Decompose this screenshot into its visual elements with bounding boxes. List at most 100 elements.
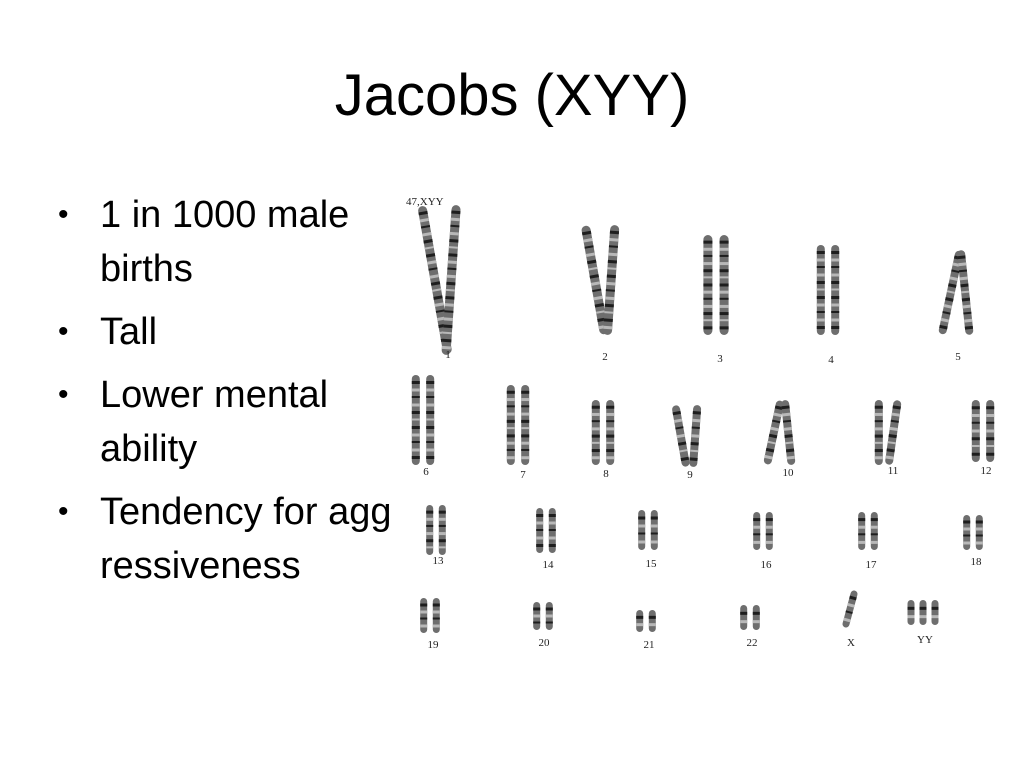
chromosome-pair-14: 14 [536, 508, 556, 571]
chromosome-pair-22: 22 [740, 605, 760, 649]
chromosome [870, 512, 878, 550]
chromosome [975, 515, 983, 550]
chromosome-label: 4 [828, 354, 834, 366]
chromosome [411, 375, 420, 465]
chromosome [426, 375, 435, 465]
bullet-list: • 1 in 1000 male births • Tall • Lower m… [58, 188, 403, 602]
chromosome [521, 385, 530, 465]
chromosome [874, 400, 883, 465]
bullet-text: Lower mental ability [100, 374, 329, 470]
chromosome-pair-18: 18 [963, 515, 983, 568]
chromosome [591, 400, 600, 465]
chromosome-pair-16: 16 [753, 512, 773, 571]
chromosome-label: 15 [646, 558, 658, 570]
chromosome-label: 18 [971, 556, 983, 568]
chromosome-pair-15: 15 [638, 510, 658, 570]
chromosome [438, 505, 446, 555]
chromosome-label: 2 [602, 351, 608, 363]
bullet-dot-icon: • [58, 495, 69, 528]
chromosome-label: 22 [747, 637, 758, 649]
chromosome-pair-9: 9 [672, 405, 702, 481]
chromosome-pair-4: 4 [816, 245, 840, 366]
chromosome [545, 602, 553, 630]
bullet-text: Tendency for aggressiveness [100, 491, 392, 587]
chromosome [919, 600, 927, 625]
chromosome-pair-13: 13 [426, 505, 446, 567]
chromosome-label: 10 [783, 467, 795, 479]
chromosome [753, 512, 761, 550]
chromosome-label: X [847, 637, 855, 649]
chromosome [533, 602, 541, 630]
chromosome-label: 20 [539, 637, 551, 649]
chromosome [986, 400, 995, 462]
chromosome-label: 13 [433, 555, 445, 567]
chromosome [689, 405, 702, 467]
chromosome-pair-8: 8 [591, 400, 615, 480]
bullet-dot-icon: • [58, 198, 69, 231]
chromosome [648, 610, 656, 632]
bullet-item: • Tendency for aggressiveness [58, 485, 403, 593]
chromosome [719, 235, 729, 335]
bullet-item: • Lower mental ability [58, 368, 403, 476]
chromosome-label: YY [917, 634, 933, 646]
chromosome-label: 5 [955, 351, 961, 363]
bullet-item: • Tall [58, 305, 403, 359]
chromosome-label: 16 [761, 559, 773, 571]
chromosome-pair-YY: YY [907, 600, 939, 646]
chromosome [636, 610, 644, 632]
chromosome [831, 245, 840, 335]
chromosome [781, 400, 796, 465]
chromosome-label: 3 [717, 353, 723, 365]
chromosome [885, 400, 902, 465]
chromosome-pair-21: 21 [636, 610, 656, 651]
chromosome [763, 400, 784, 465]
chromosome [740, 605, 748, 630]
chromosome [420, 598, 428, 633]
chromosome [957, 250, 974, 335]
bullet-text: Tall [100, 311, 158, 353]
karyotype-header: 47,XYY [406, 196, 444, 208]
chromosome [603, 225, 620, 335]
chromosome [432, 598, 440, 633]
chromosome-label: 12 [981, 465, 992, 477]
chromosome-label: 21 [644, 639, 655, 651]
chromosome-pair-10: 10 [763, 400, 796, 479]
chromosome-pair-17: 17 [858, 512, 878, 571]
chromosome-pair-5: 5 [938, 250, 974, 363]
chromosome-label: 19 [428, 639, 440, 651]
chromosome-pair-6: 6 [411, 375, 435, 478]
chromosome [765, 512, 773, 550]
chromosome-pair-3: 3 [703, 235, 729, 365]
chromosome [426, 505, 434, 555]
chromosome-label: 9 [687, 469, 693, 481]
chromosome-label: 11 [888, 465, 899, 477]
chromosome-pair-19: 19 [420, 598, 440, 651]
chromosome [858, 512, 866, 550]
chromosome-label: 8 [603, 468, 609, 480]
chromosome [816, 245, 825, 335]
chromosome-label: 7 [520, 469, 526, 481]
chromosome-label: 14 [543, 559, 555, 571]
chromosome-pair-11: 11 [874, 400, 902, 477]
bullet-dot-icon: • [58, 315, 69, 348]
chromosome [963, 515, 971, 550]
chromosome [506, 385, 515, 465]
chromosome [907, 600, 915, 625]
chromosome-pair-20: 20 [533, 602, 553, 649]
bullet-text: 1 in 1000 male births [100, 194, 350, 290]
chromosome [650, 510, 658, 550]
chromosome [672, 405, 690, 467]
chromosome [606, 400, 615, 465]
chromosome-pair-1: 1 [418, 205, 461, 361]
chromosome [581, 225, 609, 335]
chromosome [638, 510, 646, 550]
bullet-dot-icon: • [58, 378, 69, 411]
chromosome [548, 508, 556, 553]
slide-title: Jacobs (XYY) [334, 63, 690, 128]
chromosome-label: 6 [423, 466, 429, 478]
bullet-item: • 1 in 1000 male births [58, 188, 403, 296]
chromosome-pair-12: 12 [971, 400, 995, 477]
